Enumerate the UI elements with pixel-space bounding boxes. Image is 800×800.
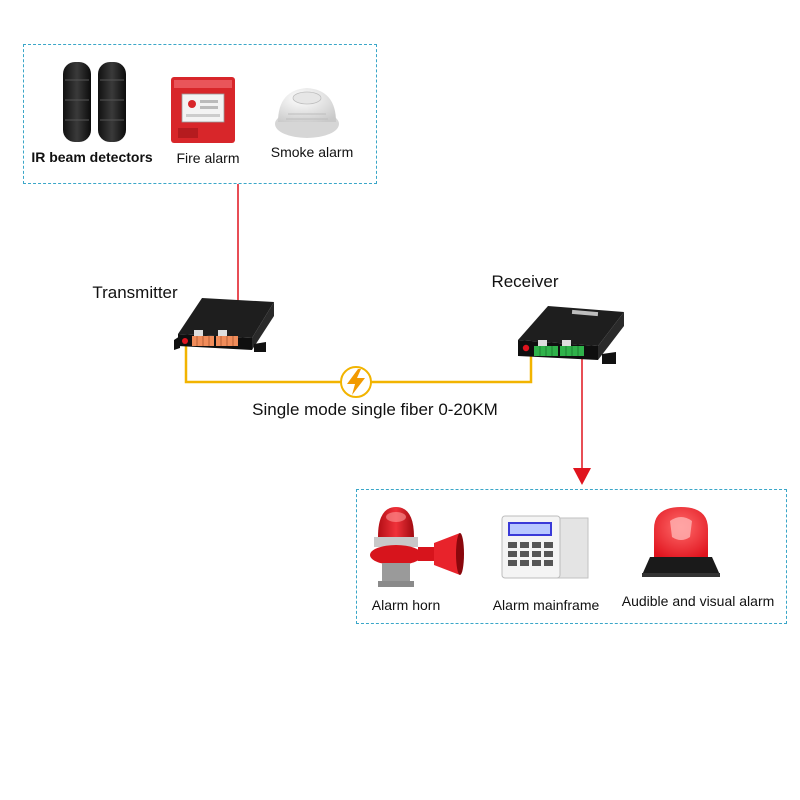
smoke-alarm-label: Smoke alarm [270, 144, 354, 160]
output-signal-arrowhead [573, 468, 591, 485]
transmitter-label: Transmitter [92, 283, 178, 302]
fiber-link-icon [340, 366, 372, 398]
alarm-horn-label: Alarm horn [371, 597, 441, 613]
ir-beam-detectors-label: IR beam detectors [31, 149, 153, 165]
input-devices-box [23, 44, 377, 184]
transmitter-device-icon [174, 298, 274, 352]
smoke-alarm-icon [275, 88, 339, 138]
fire-alarm-label: Fire alarm [176, 150, 240, 166]
audible-visual-alarm-label: Audible and visual alarm [621, 593, 775, 609]
alarm-horn-icon [370, 507, 464, 587]
fiber-label: Single mode single fiber 0-20KM [252, 400, 498, 419]
receiver-device-icon [518, 306, 624, 364]
output-devices-box [356, 489, 787, 624]
alarm-mainframe-icon [501, 515, 589, 579]
receiver-label: Receiver [491, 272, 559, 291]
alarm-mainframe-label: Alarm mainframe [492, 597, 600, 613]
audible-visual-alarm-icon [642, 507, 720, 577]
ir-beam-detector-icon [63, 62, 126, 142]
fire-alarm-icon [171, 77, 235, 143]
